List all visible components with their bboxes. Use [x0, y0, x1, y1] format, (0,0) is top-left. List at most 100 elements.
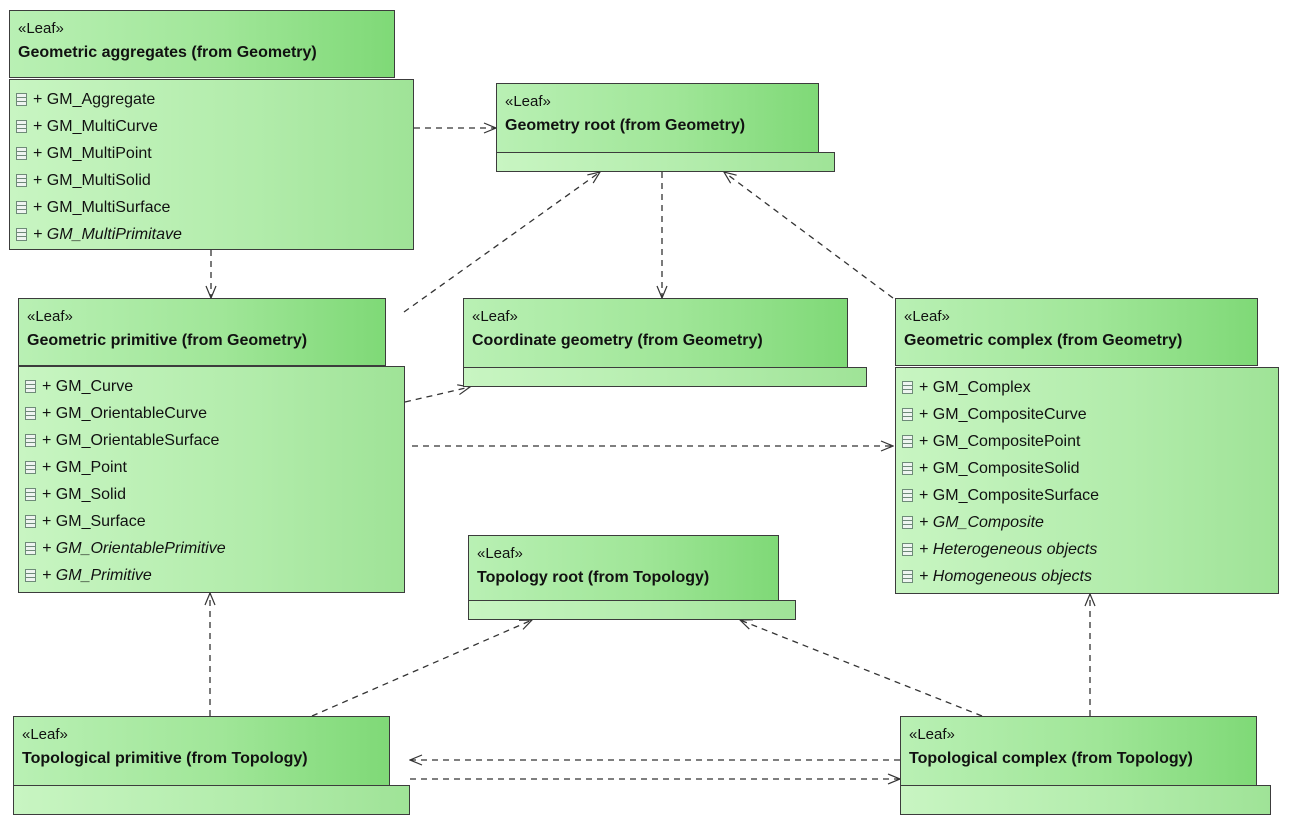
- member-list: + GM_Curve + GM_OrientableCurve + GM_Orien…: [19, 367, 404, 589]
- package-tab: «Leaf» Topology root (from Topology): [468, 535, 779, 601]
- package-stereotype: «Leaf»: [477, 545, 523, 562]
- package-title: Geometric primitive (from Geometry): [27, 332, 308, 349]
- member-name: + GM_CompositeCurve: [919, 405, 1087, 423]
- member-name: + Heterogeneous objects: [919, 540, 1098, 558]
- package-body: + GM_Aggregate + GM_MultiCurve + GM_MultiP…: [9, 79, 414, 250]
- class-icon: [902, 462, 913, 475]
- dependency-arrow-geometric-primitive-to-geometry-root: [403, 172, 600, 313]
- member-item[interactable]: + GM_MultiSolid: [16, 167, 413, 194]
- member-item[interactable]: + GM_Composite: [902, 509, 1278, 536]
- member-name: + GM_CompositeSurface: [919, 486, 1100, 504]
- class-icon: [902, 381, 913, 394]
- member-item[interactable]: + GM_MultiSurface: [16, 194, 413, 221]
- package-stereotype: «Leaf»: [472, 308, 518, 325]
- member-list: + GM_Complex + GM_CompositeCurve + GM_Comp…: [896, 368, 1278, 590]
- class-icon: [25, 461, 36, 474]
- package-title: Coordinate geometry (from Geometry): [472, 332, 763, 349]
- member-item[interactable]: + GM_OrientablePrimitive: [25, 535, 404, 562]
- member-item[interactable]: + GM_Aggregate: [16, 86, 413, 113]
- package-title: Geometric complex (from Geometry): [904, 332, 1183, 349]
- member-item[interactable]: + GM_CompositeSurface: [902, 482, 1278, 509]
- class-icon: [902, 489, 913, 502]
- package-stereotype: «Leaf»: [22, 726, 68, 743]
- class-icon: [902, 408, 913, 421]
- class-icon: [16, 201, 27, 214]
- package-body: [13, 785, 410, 815]
- member-name: + GM_Primitive: [42, 566, 152, 584]
- member-name: + GM_MultiSurface: [33, 198, 171, 216]
- member-item[interactable]: + GM_Primitive: [25, 562, 404, 589]
- member-item[interactable]: + GM_Curve: [25, 373, 404, 400]
- member-item[interactable]: + GM_CompositeCurve: [902, 401, 1278, 428]
- package-body: + GM_Complex + GM_CompositeCurve + GM_Comp…: [895, 367, 1279, 594]
- member-list: + GM_Aggregate + GM_MultiCurve + GM_MultiP…: [10, 80, 413, 248]
- package-title: Geometric aggregates (from Geometry): [18, 44, 317, 61]
- package-stereotype: «Leaf»: [27, 308, 73, 325]
- package-title: Topological primitive (from Topology): [22, 750, 308, 767]
- class-icon: [16, 147, 27, 160]
- class-icon: [902, 435, 913, 448]
- member-item[interactable]: + GM_OrientableSurface: [25, 427, 404, 454]
- member-name: + GM_OrientablePrimitive: [42, 539, 226, 557]
- member-item[interactable]: + GM_Surface: [25, 508, 404, 535]
- package-tab: «Leaf» Topological complex (from Topology…: [900, 716, 1257, 786]
- package-body: [900, 785, 1271, 815]
- class-icon: [25, 488, 36, 501]
- member-name: + GM_OrientableCurve: [42, 404, 207, 422]
- package-title: Topology root (from Topology): [477, 569, 710, 586]
- member-item[interactable]: + GM_CompositePoint: [902, 428, 1278, 455]
- package-body: [496, 152, 835, 172]
- member-item[interactable]: + GM_MultiCurve: [16, 113, 413, 140]
- member-item[interactable]: + GM_Point: [25, 454, 404, 481]
- member-item[interactable]: + Heterogeneous objects: [902, 536, 1278, 563]
- member-item[interactable]: + GM_Solid: [25, 481, 404, 508]
- member-name: + Homogeneous objects: [919, 567, 1092, 585]
- class-icon: [902, 543, 913, 556]
- member-item[interactable]: + GM_Complex: [902, 374, 1278, 401]
- package-body: [463, 367, 867, 387]
- member-name: + GM_Curve: [42, 377, 134, 395]
- member-name: + GM_Aggregate: [33, 90, 156, 108]
- dependency-arrow-geometric-primitive-to-coordinate-geometry: [404, 387, 470, 403]
- member-item[interactable]: + GM_OrientableCurve: [25, 400, 404, 427]
- class-icon: [25, 515, 36, 528]
- package-tab: «Leaf» Topological primitive (from Topolo…: [13, 716, 390, 786]
- member-name: + GM_OrientableSurface: [42, 431, 220, 449]
- member-name: + GM_Surface: [42, 512, 146, 530]
- class-icon: [902, 516, 913, 529]
- package-stereotype: «Leaf»: [505, 93, 551, 110]
- member-name: + GM_MultiPoint: [33, 144, 152, 162]
- class-icon: [25, 434, 36, 447]
- member-name: + GM_Solid: [42, 485, 127, 503]
- package-tab: «Leaf» Geometric complex (from Geometry): [895, 298, 1258, 366]
- member-item[interactable]: + GM_CompositeSolid: [902, 455, 1278, 482]
- member-name: + GM_Complex: [919, 378, 1031, 396]
- class-icon: [16, 228, 27, 241]
- member-name: + GM_MultiSolid: [33, 171, 151, 189]
- package-title: Geometry root (from Geometry): [505, 117, 746, 134]
- class-icon: [16, 120, 27, 133]
- class-icon: [25, 542, 36, 555]
- member-item[interactable]: + GM_MultiPrimitave: [16, 221, 413, 248]
- class-icon: [25, 380, 36, 393]
- class-icon: [25, 407, 36, 420]
- class-icon: [25, 569, 36, 582]
- dependency-arrow-topological-complex-to-topology-root: [740, 620, 983, 717]
- member-item[interactable]: + GM_MultiPoint: [16, 140, 413, 167]
- package-tab: «Leaf» Coordinate geometry (from Geometry…: [463, 298, 848, 368]
- member-name: + GM_Composite: [919, 513, 1044, 531]
- member-name: + GM_Point: [42, 458, 127, 476]
- package-body: [468, 600, 796, 620]
- package-stereotype: «Leaf»: [904, 308, 950, 325]
- package-tab: «Leaf» Geometric primitive (from Geometry…: [18, 298, 386, 366]
- package-stereotype: «Leaf»: [909, 726, 955, 743]
- package-tab: «Leaf» Geometry root (from Geometry): [496, 83, 819, 153]
- class-icon: [16, 174, 27, 187]
- package-body: + GM_Curve + GM_OrientableCurve + GM_Orien…: [18, 366, 405, 593]
- member-item[interactable]: + Homogeneous objects: [902, 563, 1278, 590]
- dependency-arrow-geometric-complex-to-geometry-root: [724, 172, 894, 299]
- package-title: Topological complex (from Topology): [909, 750, 1193, 767]
- package-tab: «Leaf»Geometric aggregates (from Geometr…: [9, 10, 395, 78]
- class-icon: [902, 570, 913, 583]
